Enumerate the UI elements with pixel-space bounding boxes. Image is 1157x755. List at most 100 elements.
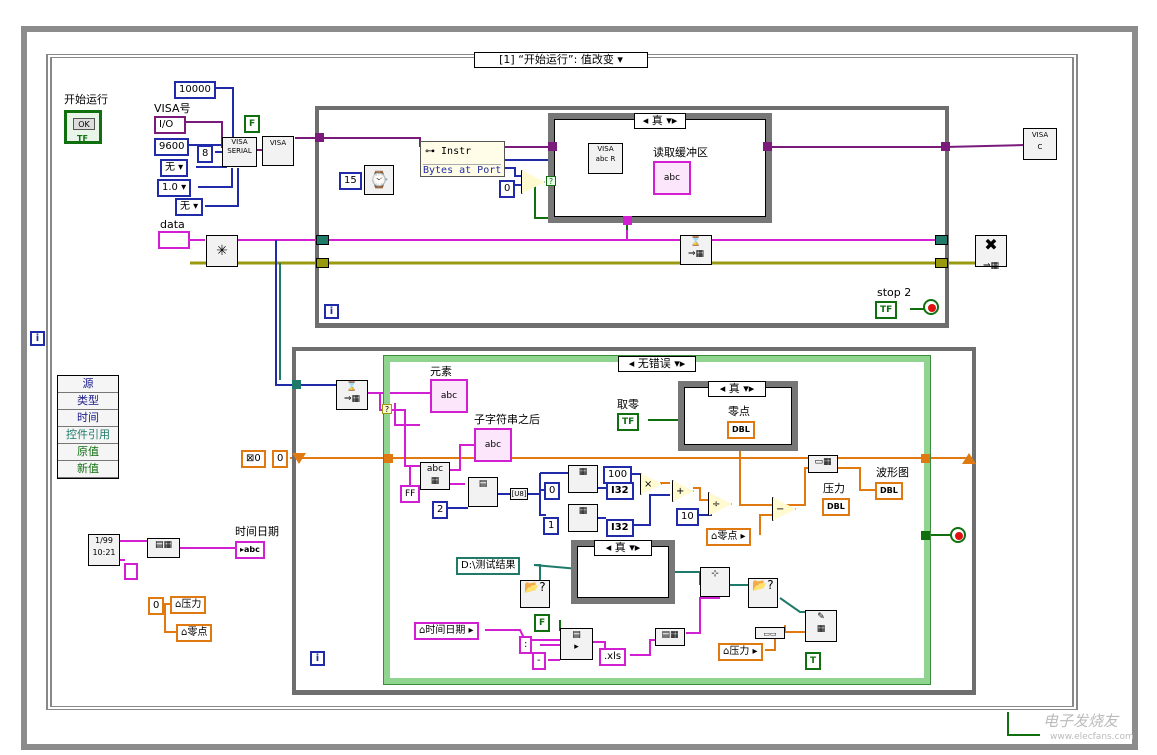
- zero-point-local-outside[interactable]: ⌂零点: [176, 624, 213, 642]
- lower-loop-iteration: i: [310, 651, 325, 666]
- wait-ms-node[interactable]: ⌚: [364, 165, 394, 195]
- stopbits-ring[interactable]: 1.0 ▾: [157, 179, 192, 197]
- property-instr: ⊶ Instr: [425, 146, 472, 157]
- waveform-indicator: DBL: [875, 482, 903, 500]
- start-tf: TF: [77, 134, 88, 143]
- search-replace-node[interactable]: ▤▸: [560, 628, 593, 660]
- format-string-constant[interactable]: [124, 563, 138, 580]
- baud-constant[interactable]: 9600: [154, 138, 190, 156]
- watermark-url: www.elecfans.com: [1050, 732, 1134, 742]
- string-to-bytes-node[interactable]: ▤: [468, 477, 498, 507]
- ff-constant[interactable]: FF: [400, 485, 421, 503]
- two-constant[interactable]: 2: [432, 501, 449, 519]
- greater-zero-constant[interactable]: 0: [499, 180, 516, 198]
- error-shift-register-right: [935, 258, 948, 268]
- i32-convert-1: I32: [606, 482, 634, 500]
- datetime-local-text: 时间日期: [425, 625, 466, 636]
- read-buffer-label: 读取缓冲区: [653, 146, 708, 159]
- dequeue-node[interactable]: ⌛⇒▦: [336, 380, 368, 410]
- timeout-constant[interactable]: 10000: [174, 81, 216, 99]
- event-data-node: 源 类型 时间 控件引用 原值 新值: [57, 375, 119, 479]
- obtain-queue-node[interactable]: ✳: [206, 235, 238, 267]
- build-waveform-node[interactable]: ▭▦: [808, 455, 838, 473]
- element-indicator[interactable]: abc: [430, 379, 468, 413]
- init-zero-2[interactable]: 0: [272, 450, 289, 468]
- property-node[interactable]: ⊶ Instr Bytes at Port: [420, 141, 505, 177]
- search-split-node[interactable]: abc▦: [420, 462, 450, 490]
- read-case-text: 真: [651, 114, 663, 127]
- parity-ring[interactable]: 无 ▾: [160, 159, 189, 177]
- enable-termination-constant[interactable]: F: [244, 115, 261, 133]
- outer-border: [21, 26, 1138, 750]
- outside-zero-constant[interactable]: 0: [148, 597, 165, 615]
- event-item-type[interactable]: 类型: [58, 393, 118, 410]
- event-item-oldval[interactable]: 原值: [58, 444, 118, 461]
- path-constant[interactable]: D:\测试结果: [456, 557, 521, 575]
- read-buffer-indicator[interactable]: abc: [653, 161, 691, 195]
- wait-constant[interactable]: 15: [339, 172, 362, 190]
- datetime-indicator: ▸abc: [235, 541, 265, 559]
- dash-constant[interactable]: -: [532, 652, 546, 670]
- zero-point-local[interactable]: ⌂零点 ▸: [706, 528, 751, 546]
- concat-node[interactable]: ▤▦: [655, 628, 685, 646]
- ten-constant[interactable]: 10: [676, 508, 699, 526]
- read-case-selector[interactable]: ◂ 真 ▾▸: [634, 113, 686, 129]
- visa-open-node[interactable]: VISA: [262, 136, 294, 166]
- build-path-node[interactable]: ⊹: [700, 567, 730, 597]
- create-folder-node[interactable]: 📂?: [748, 578, 778, 608]
- t-constant[interactable]: T: [805, 652, 822, 670]
- flow-ring[interactable]: 无 ▾: [175, 198, 204, 216]
- tare-control[interactable]: TF: [617, 413, 640, 431]
- waveform-label: 波形图: [876, 466, 909, 479]
- f-constant[interactable]: F: [534, 614, 551, 632]
- upper-while-loop: [315, 106, 949, 328]
- release-queue-node[interactable]: ✖⇒▦: [975, 235, 1007, 271]
- property-bytes-at-port: Bytes at Port: [423, 164, 502, 176]
- i32-convert-2: I32: [606, 519, 634, 537]
- ok-label: OK: [73, 118, 95, 130]
- event-item-ctlref[interactable]: 控件引用: [58, 427, 118, 444]
- databits-constant[interactable]: 8: [197, 145, 214, 163]
- error-shift-register-left: [316, 258, 329, 268]
- write-spreadsheet-node[interactable]: ✎▦: [805, 610, 837, 642]
- pressure-local-outside[interactable]: ⌂压力: [170, 596, 207, 614]
- colon-constant[interactable]: :: [519, 636, 533, 654]
- init-zero-dbl[interactable]: ⊠0: [241, 450, 266, 468]
- pressure-local-lower[interactable]: ⌂压力 ▸: [718, 643, 763, 661]
- zero-point-label: 零点: [728, 405, 750, 418]
- xls-constant[interactable]: .xls: [599, 648, 627, 666]
- property-instr-text: Instr: [441, 146, 472, 157]
- index-array-node-2[interactable]: ▦: [568, 504, 598, 532]
- visa-resource-control[interactable]: I/O: [154, 116, 186, 134]
- hundred-constant[interactable]: 100: [603, 466, 633, 484]
- index-array-node-1[interactable]: ▦: [568, 465, 598, 493]
- tare-case-selector[interactable]: ◂ 真 ▾▸: [708, 381, 766, 397]
- datetime-local[interactable]: ⌂时间日期 ▸: [414, 622, 479, 640]
- event-item-source[interactable]: 源: [58, 376, 118, 393]
- event-item-time[interactable]: 时间: [58, 410, 118, 427]
- format-datetime-node[interactable]: ▤▦: [147, 538, 180, 558]
- event-item-newval[interactable]: 新值: [58, 461, 118, 478]
- no-error-selector[interactable]: ◂ 无错误 ▾▸: [618, 356, 696, 372]
- path-case-selector[interactable]: ◂ 真 ▾▸: [594, 540, 652, 556]
- case-visa-tunnel-out: [763, 142, 772, 151]
- build-array-node[interactable]: ▭▭: [755, 627, 785, 639]
- lower-while-loop: [292, 347, 976, 695]
- datetime-label: 时间日期: [235, 525, 279, 538]
- lower-queue-tunnel: [292, 380, 301, 389]
- index-zero-constant[interactable]: 0: [544, 482, 561, 500]
- enqueue-node[interactable]: ⌛⇒▦: [680, 235, 712, 265]
- data-control[interactable]: [158, 231, 190, 249]
- index-one-constant[interactable]: 1: [543, 517, 560, 535]
- after-substring-indicator[interactable]: abc: [474, 428, 512, 462]
- lower-shift-register-right: [962, 453, 976, 464]
- check-path-node[interactable]: 📂?: [520, 580, 550, 608]
- event-case-selector[interactable]: [1] “开始运行”: 值改变 ▾: [474, 52, 648, 68]
- stop-control[interactable]: TF: [875, 301, 898, 319]
- start-button[interactable]: OK TF: [64, 110, 102, 144]
- start-label: 开始运行: [64, 93, 108, 106]
